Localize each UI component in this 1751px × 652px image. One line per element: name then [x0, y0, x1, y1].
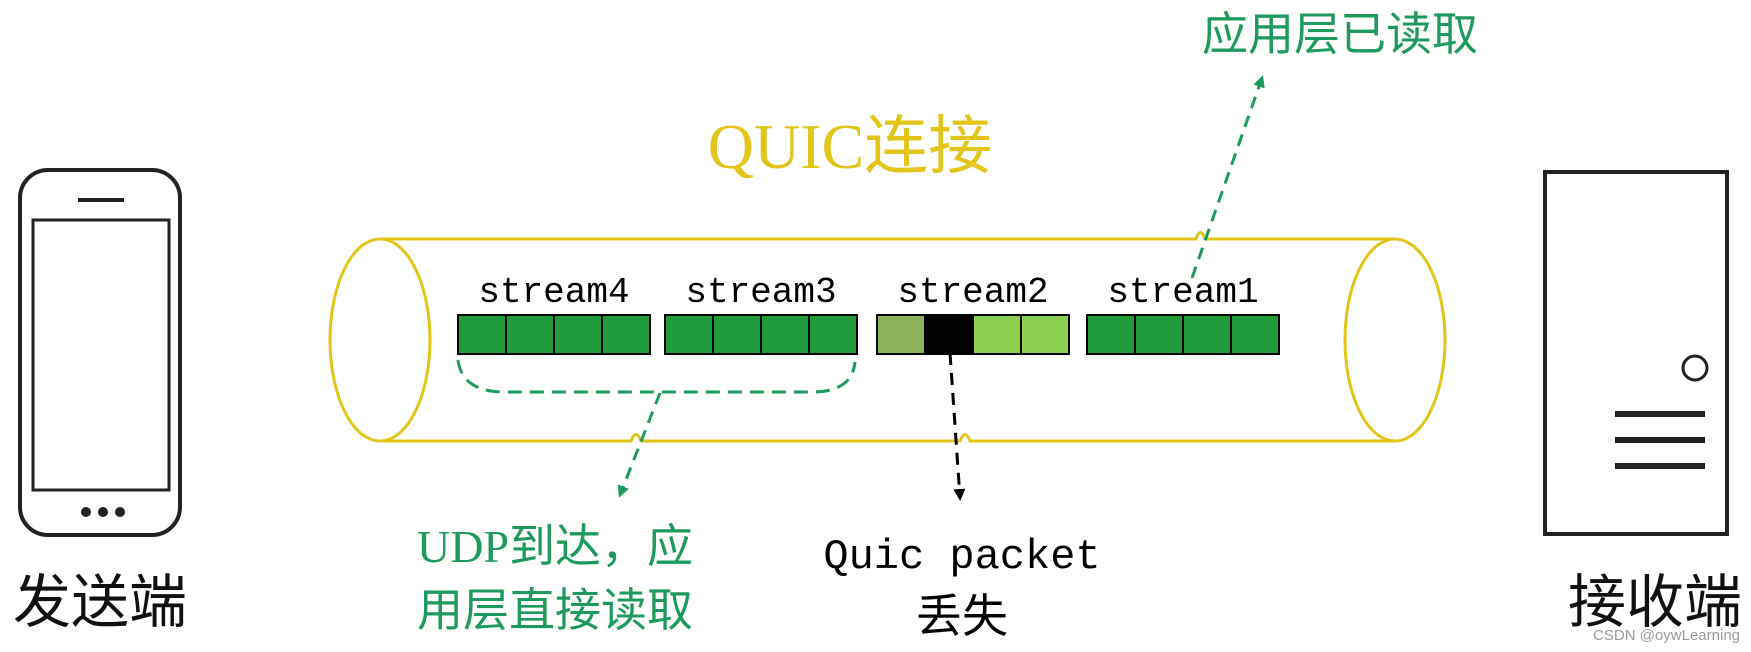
stream-packet-cell: [760, 314, 810, 355]
stream-packet-cell: [808, 314, 858, 355]
stream-packet-cell: [1230, 314, 1280, 355]
packet-lost-arrow: [948, 352, 966, 501]
stream-packet-cell: [1020, 314, 1070, 355]
stream-packet-cell: [1086, 314, 1136, 355]
stream-label: stream3: [685, 272, 836, 313]
stream-packet-cell: [924, 314, 974, 355]
stream-block-stream4: stream4: [457, 272, 651, 355]
udp-arrival-label-line1: UDP到达，应: [417, 521, 693, 572]
stream-packet-cell: [664, 314, 714, 355]
packet-lost-label-line2: 丢失: [916, 591, 1008, 642]
udp-arrival-label-line2: 用层直接读取: [417, 585, 693, 636]
stream-packet-cell: [601, 314, 651, 355]
packet-lost-label-line1: Quic packet: [823, 533, 1100, 581]
arrived-streams-brace: [456, 359, 857, 394]
stream-block-stream3: stream3: [664, 272, 858, 355]
stream-packet-cell: [553, 314, 603, 355]
udp-arrival-arrow: [617, 392, 662, 498]
connection-title: QUIC连接: [708, 111, 992, 182]
stream-block-stream2: stream2: [876, 272, 1070, 355]
stream-packet-cell: [1134, 314, 1184, 355]
stream-packet-cell: [1182, 314, 1232, 355]
stream-packet-cell: [712, 314, 762, 355]
stream-packet-cell: [876, 314, 926, 355]
sender-phone-icon: [18, 168, 182, 537]
app-read-arrow: [1190, 75, 1265, 279]
stream-label: stream4: [478, 272, 629, 313]
stream-packet-cell: [505, 314, 555, 355]
stream-block-stream1: stream1: [1086, 272, 1280, 355]
stream-label: stream1: [1107, 272, 1258, 313]
receiver-server-icon: [1543, 170, 1729, 536]
watermark: CSDN @oywLearning: [1593, 627, 1740, 644]
sender-label: 发送端: [13, 570, 187, 635]
streams-group: stream4 stream3 stream2 stream1: [457, 272, 1280, 355]
receiver-label: 接收端: [1568, 570, 1742, 635]
stream-label: stream2: [897, 272, 1048, 313]
app-read-label: 应用层已读取: [1202, 9, 1478, 60]
stream-packet-cell: [457, 314, 507, 355]
stream-packet-cell: [972, 314, 1022, 355]
